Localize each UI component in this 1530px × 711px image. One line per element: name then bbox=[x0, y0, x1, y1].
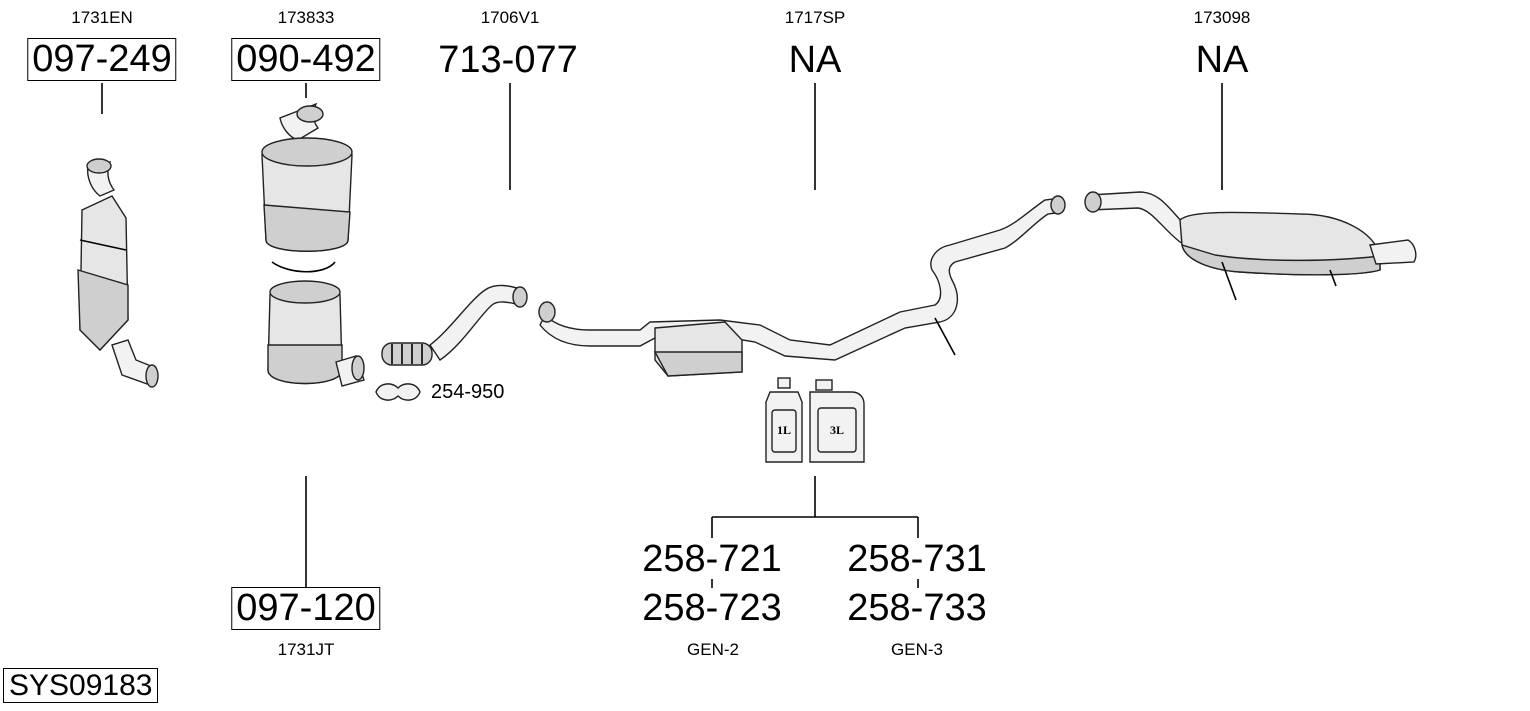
part-number-097-249[interactable]: 097-249 bbox=[27, 38, 177, 81]
part-number-1717sp-na: NA bbox=[788, 39, 842, 81]
system-code: SYS09183 bbox=[3, 668, 159, 703]
flexible-pipe-icon bbox=[381, 284, 528, 366]
clamp-icon bbox=[375, 383, 421, 401]
part-number-713-077[interactable]: 713-077 bbox=[438, 39, 578, 81]
bottle-large-label: 3L bbox=[829, 423, 845, 437]
bottle-small-label: 1L bbox=[776, 423, 792, 437]
oem-code-1731jt: 1731JT bbox=[277, 640, 335, 659]
fluid-bracket bbox=[711, 476, 919, 588]
oem-code-173098: 173098 bbox=[1193, 8, 1251, 27]
fluid-gen2-part-a[interactable]: 258-721 bbox=[642, 538, 782, 580]
oem-code-1717sp: 1717SP bbox=[784, 8, 846, 27]
middle-pipe-icon bbox=[538, 195, 1066, 377]
catalyst-upper-icon bbox=[261, 102, 353, 273]
rear-muffler-icon bbox=[1084, 191, 1417, 301]
fluid-gen3-label: GEN-3 bbox=[891, 640, 943, 659]
fluid-gen2-part-b[interactable]: 258-723 bbox=[642, 587, 782, 629]
fluid-gen2-label: GEN-2 bbox=[687, 640, 739, 659]
catalyst-lower-icon bbox=[267, 280, 365, 387]
oem-code-1706v1: 1706V1 bbox=[480, 8, 540, 27]
catalytic-converter-icon bbox=[77, 158, 159, 388]
fluid-gen3-part-a[interactable]: 258-731 bbox=[847, 538, 987, 580]
oem-code-173833: 173833 bbox=[277, 8, 335, 27]
part-number-097-120[interactable]: 097-120 bbox=[231, 587, 381, 630]
fluid-canister-3l-icon bbox=[809, 379, 865, 463]
fluid-bottle-1l-icon bbox=[765, 377, 803, 463]
part-number-090-492[interactable]: 090-492 bbox=[231, 38, 381, 81]
oem-code-1731en: 1731EN bbox=[71, 8, 133, 27]
part-number-173098-na: NA bbox=[1195, 39, 1249, 81]
fluid-gen3-part-b[interactable]: 258-733 bbox=[847, 587, 987, 629]
clamp-part-number[interactable]: 254-950 bbox=[431, 381, 505, 403]
